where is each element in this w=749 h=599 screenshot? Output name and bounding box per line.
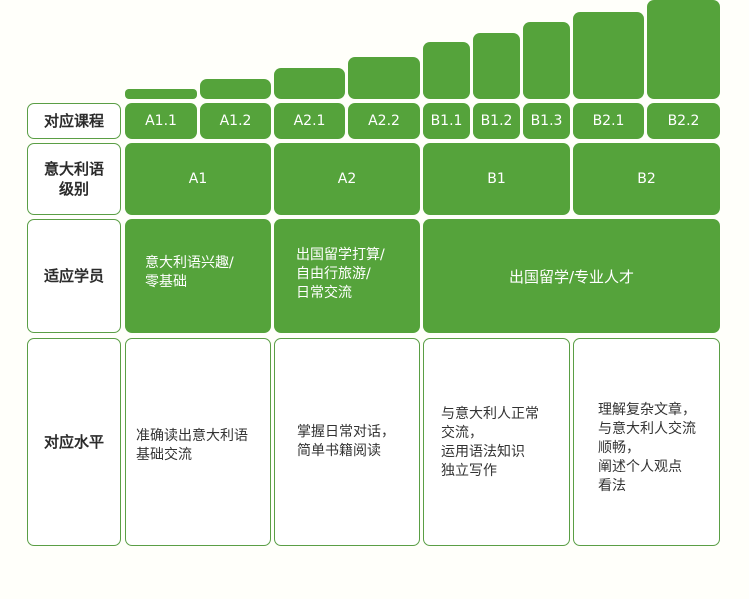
row-label-students: 适应学员 bbox=[27, 219, 121, 333]
proficiency-b1-line3: 运用语法知识 bbox=[441, 444, 525, 460]
students-a2-line1: 出国留学打算/ bbox=[296, 247, 385, 263]
students-a1: 意大利语兴趣/ 零基础 bbox=[125, 219, 271, 333]
proficiency-b1-line2: 交流， bbox=[441, 425, 483, 441]
step-bar-b1-2 bbox=[473, 33, 520, 99]
proficiency-b2: 理解复杂文章， 与意大利人交流 顺畅， 阐述个人观点 看法 bbox=[573, 338, 720, 546]
proficiency-b2-line1: 理解复杂文章， bbox=[598, 402, 696, 418]
proficiency-b2-line4: 阐述个人观点 bbox=[598, 459, 682, 475]
students-b1-b2: 出国留学/专业人才 bbox=[423, 219, 720, 333]
step-bar-a2-2 bbox=[348, 57, 420, 99]
step-bar-b1-1 bbox=[423, 42, 470, 99]
course-a1-1: A1.1 bbox=[125, 103, 197, 139]
course-b1-1: B1.1 bbox=[423, 103, 470, 139]
step-bar-b2-1 bbox=[573, 12, 644, 99]
level-a2: A2 bbox=[274, 143, 420, 215]
students-a2-line3: 日常交流 bbox=[296, 285, 352, 301]
proficiency-b1: 与意大利人正常 交流， 运用语法知识 独立写作 bbox=[423, 338, 570, 546]
step-bar-b2-2 bbox=[647, 0, 720, 99]
proficiency-a2-line2: 简单书籍阅读 bbox=[297, 443, 381, 459]
step-bar-a2-1 bbox=[274, 68, 345, 99]
proficiency-b1-line4: 独立写作 bbox=[441, 463, 497, 479]
course-b2-2: B2.2 bbox=[647, 103, 720, 139]
course-a2-1: A2.1 bbox=[274, 103, 345, 139]
students-a2: 出国留学打算/ 自由行旅游/ 日常交流 bbox=[274, 219, 420, 333]
row-label-level-line1: 意大利语 bbox=[43, 160, 104, 178]
step-bar-b1-3 bbox=[523, 22, 570, 99]
step-bar-a1-1 bbox=[125, 89, 197, 99]
course-a1-2: A1.2 bbox=[200, 103, 271, 139]
course-a2-2: A2.2 bbox=[348, 103, 420, 139]
row-label-level-line2: 级别 bbox=[58, 180, 89, 198]
proficiency-a1-line2: 基础交流 bbox=[136, 447, 192, 463]
students-a1-line1: 意大利语兴趣/ bbox=[145, 255, 234, 271]
proficiency-b2-line3: 顺畅， bbox=[598, 440, 640, 456]
proficiency-b2-line5: 看法 bbox=[598, 478, 626, 494]
proficiency-a2-line1: 掌握日常对话， bbox=[297, 424, 395, 440]
proficiency-b1-line1: 与意大利人正常 bbox=[441, 406, 539, 422]
proficiency-a2: 掌握日常对话， 简单书籍阅读 bbox=[274, 338, 420, 546]
row-label-course: 对应课程 bbox=[27, 103, 121, 139]
step-bar-a1-2 bbox=[200, 79, 271, 99]
level-a1: A1 bbox=[125, 143, 271, 215]
students-a1-line2: 零基础 bbox=[145, 274, 187, 290]
course-b2-1: B2.1 bbox=[573, 103, 644, 139]
proficiency-a1-line1: 准确读出意大利语 bbox=[136, 428, 248, 444]
level-b2: B2 bbox=[573, 143, 720, 215]
course-b1-3: B1.3 bbox=[523, 103, 570, 139]
students-a2-line2: 自由行旅游/ bbox=[296, 266, 371, 282]
row-label-proficiency: 对应水平 bbox=[27, 338, 121, 546]
level-b1: B1 bbox=[423, 143, 570, 215]
proficiency-b2-line2: 与意大利人交流 bbox=[598, 421, 696, 437]
proficiency-a1: 准确读出意大利语 基础交流 bbox=[125, 338, 271, 546]
course-b1-2: B1.2 bbox=[473, 103, 520, 139]
row-label-level: 意大利语 级别 bbox=[27, 143, 121, 215]
